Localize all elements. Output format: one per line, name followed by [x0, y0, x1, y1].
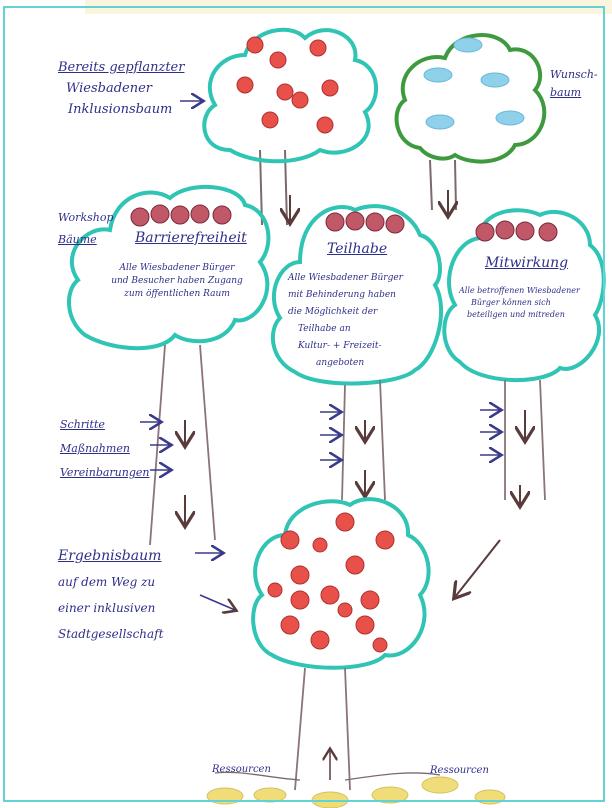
fruit-icon — [261, 111, 279, 129]
note-line: Inklusionsbaum — [68, 102, 173, 117]
wish-tree — [394, 33, 547, 215]
note-wish-tree: Wunsch- baum — [550, 66, 598, 102]
cloud-icon — [495, 110, 525, 126]
cloud-text-line: die Möglichkeit der — [288, 307, 378, 317]
note-line: Wunsch- — [550, 68, 598, 81]
cloud-tree-mitwirkung — [442, 208, 606, 597]
note-line: Schritte — [60, 418, 105, 431]
note-line: Workshop — [58, 211, 114, 224]
cloud-text-line: Alle betroffenen Wiesbadener — [459, 286, 580, 295]
fruit-icon — [321, 79, 339, 97]
cloud-icon — [453, 37, 483, 53]
cloud-text-teilhabe: Alle Wiesbadener Bürger mit Behinderung … — [288, 270, 403, 372]
coin-icon — [371, 786, 409, 804]
note-line: einer inklusiven — [58, 601, 156, 615]
fruit-icon — [309, 39, 327, 57]
cloud-text-line: beteiligen und mitreden — [467, 310, 565, 319]
cloud-text-line: zum öffentlichen Raum — [124, 289, 230, 299]
cloud-icon — [423, 67, 453, 83]
note-line: baum — [550, 86, 582, 99]
step-arrows — [140, 101, 500, 610]
resources-label-left: Ressourcen — [212, 764, 271, 775]
cloud-text-line: mit Behinderung haben — [288, 290, 396, 300]
cloud-text-line: Teilhabe an — [298, 324, 351, 334]
cloud-text-line: und Besucher haben Zugang — [111, 276, 243, 286]
cloud-text-line: Kultur- + Freizeit- — [298, 341, 382, 351]
note-steps: Schritte Maßnahmen Vereinbarungen — [60, 413, 149, 485]
cloud-text-barrierefreiheit: Alle Wiesbadener Bürger und Besucher hab… — [88, 262, 266, 301]
coin-icon — [253, 787, 287, 803]
cloud-tree-barrierefreiheit — [66, 184, 271, 546]
note-line: Ergebnisbaum — [58, 548, 162, 564]
note-workshop-trees: Workshop Bäume — [58, 207, 114, 251]
note-line: Wiesbadener — [66, 81, 153, 96]
note-result-tree: Ergebnisbaum auf dem Weg zu einer inklus… — [58, 543, 163, 647]
cloud-title-barrierefreiheit: Barrierefreiheit — [135, 230, 247, 246]
fruit-icon — [236, 76, 254, 94]
fruit-icon — [276, 83, 294, 101]
note-planted-tree: Bereits gepflanzter Wiesbadener Inklusio… — [58, 57, 184, 120]
note-line: Vereinbarungen — [60, 466, 150, 479]
cloud-text-line: angeboten — [316, 358, 365, 368]
note-line: auf dem Weg zu — [58, 575, 156, 589]
cloud-icon — [425, 114, 455, 130]
cloud-text-line: Alle Wiesbadener Bürger — [288, 273, 403, 283]
fruit-icon — [291, 91, 309, 109]
cloud-tree-teilhabe — [271, 204, 444, 501]
cloud-text-line: Bürger können sich — [471, 298, 551, 307]
cloud-title-teilhabe: Teilhabe — [327, 241, 388, 257]
result-tree — [251, 497, 431, 791]
note-line: Maßnahmen — [60, 442, 130, 455]
cloud-icon — [480, 72, 510, 88]
planted-tree — [202, 27, 379, 225]
cloud-text-mitwirkung: Alle betroffenen Wiesbadener Bürger könn… — [459, 285, 580, 321]
cloud-title-mitwirkung: Mitwirkung — [485, 255, 569, 271]
fruit-icon — [316, 116, 334, 134]
fruit-icon — [246, 36, 264, 54]
resources-label-right: Ressourcen — [430, 765, 489, 776]
cloud-text-line: Alle Wiesbadener Bürger — [119, 263, 235, 273]
note-line: Stadtgesellschaft — [58, 627, 164, 641]
roots — [214, 771, 441, 781]
page-border — [3, 6, 605, 802]
note-line: Bereits gepflanzter — [58, 60, 185, 75]
note-line: Bäume — [58, 233, 97, 246]
fruit-icon — [269, 51, 287, 69]
coin-icon — [421, 776, 459, 794]
